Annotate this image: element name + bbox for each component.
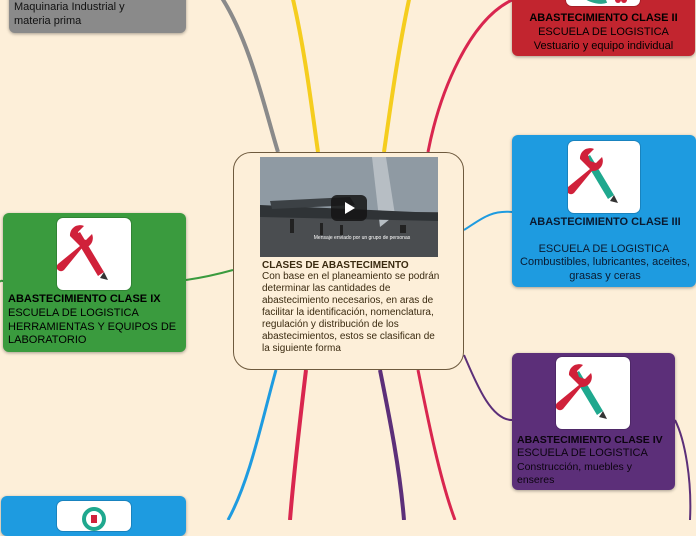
- node-title: ABASTECIMIENTO CLASE III: [529, 216, 681, 228]
- node-title: ABASTECIMIENTO CLASE IX: [8, 293, 161, 305]
- node-clase-iv[interactable]: ABASTECIMIENTO CLASE IV ESCUELA DE LOGIS…: [512, 353, 675, 490]
- node-line1: ESCUELA DE LOGISTICA HERRAMIENTAS Y EQUI…: [8, 307, 177, 346]
- node-title: ABASTECIMIENTO CLASE II: [529, 12, 678, 24]
- play-icon[interactable]: [331, 195, 367, 221]
- node-line1: ESCUELA DE LOGISTICA: [538, 26, 669, 38]
- central-body: Con base en el planeamiento se podrán de…: [262, 271, 440, 354]
- node-line2: Construcción, muebles y enseres: [517, 461, 632, 486]
- node-clase-ix[interactable]: ABASTECIMIENTO CLASE IX ESCUELA DE LOGIS…: [3, 213, 186, 352]
- wrench-pencil-icon: [57, 218, 131, 290]
- node-line1: ESCUELA DE LOGISTICA: [538, 243, 670, 255]
- gear-icon: [57, 501, 131, 531]
- central-topic[interactable]: Mensaje enviado por un grupo de personas…: [233, 152, 464, 370]
- node-text: Maquinaria Industrial y materia prima: [14, 1, 125, 27]
- node-title: ABASTECIMIENTO CLASE IV: [517, 434, 663, 446]
- node-clase-iii[interactable]: ABASTECIMIENTO CLASE III ESCUELA DE LOGI…: [512, 135, 696, 287]
- central-title: CLASES DE ABASTECIMENTO: [262, 260, 409, 271]
- node-clase-ii[interactable]: ABASTECIMIENTO CLASE II ESCUELA DE LOGIS…: [512, 0, 695, 56]
- connector-lines: [0, 0, 692, 520]
- video-thumbnail[interactable]: Mensaje enviado por un grupo de personas: [260, 157, 438, 257]
- wrench-pencil-icon: [566, 0, 640, 6]
- wrench-pencil-icon: [568, 141, 640, 213]
- node-bottom[interactable]: [1, 496, 186, 536]
- node-line2: Vestuario y equipo individual: [533, 40, 674, 52]
- node-industrial-machinery[interactable]: Maquinaria Industrial y materia prima: [9, 0, 186, 33]
- node-line2: Combustibles, lubricantes, aceites, gras…: [520, 256, 690, 282]
- wrench-pencil-icon: [556, 357, 630, 429]
- node-line1: ESCUELA DE LOGISTICA: [517, 447, 648, 459]
- video-caption: Mensaje enviado por un grupo de personas: [313, 235, 411, 241]
